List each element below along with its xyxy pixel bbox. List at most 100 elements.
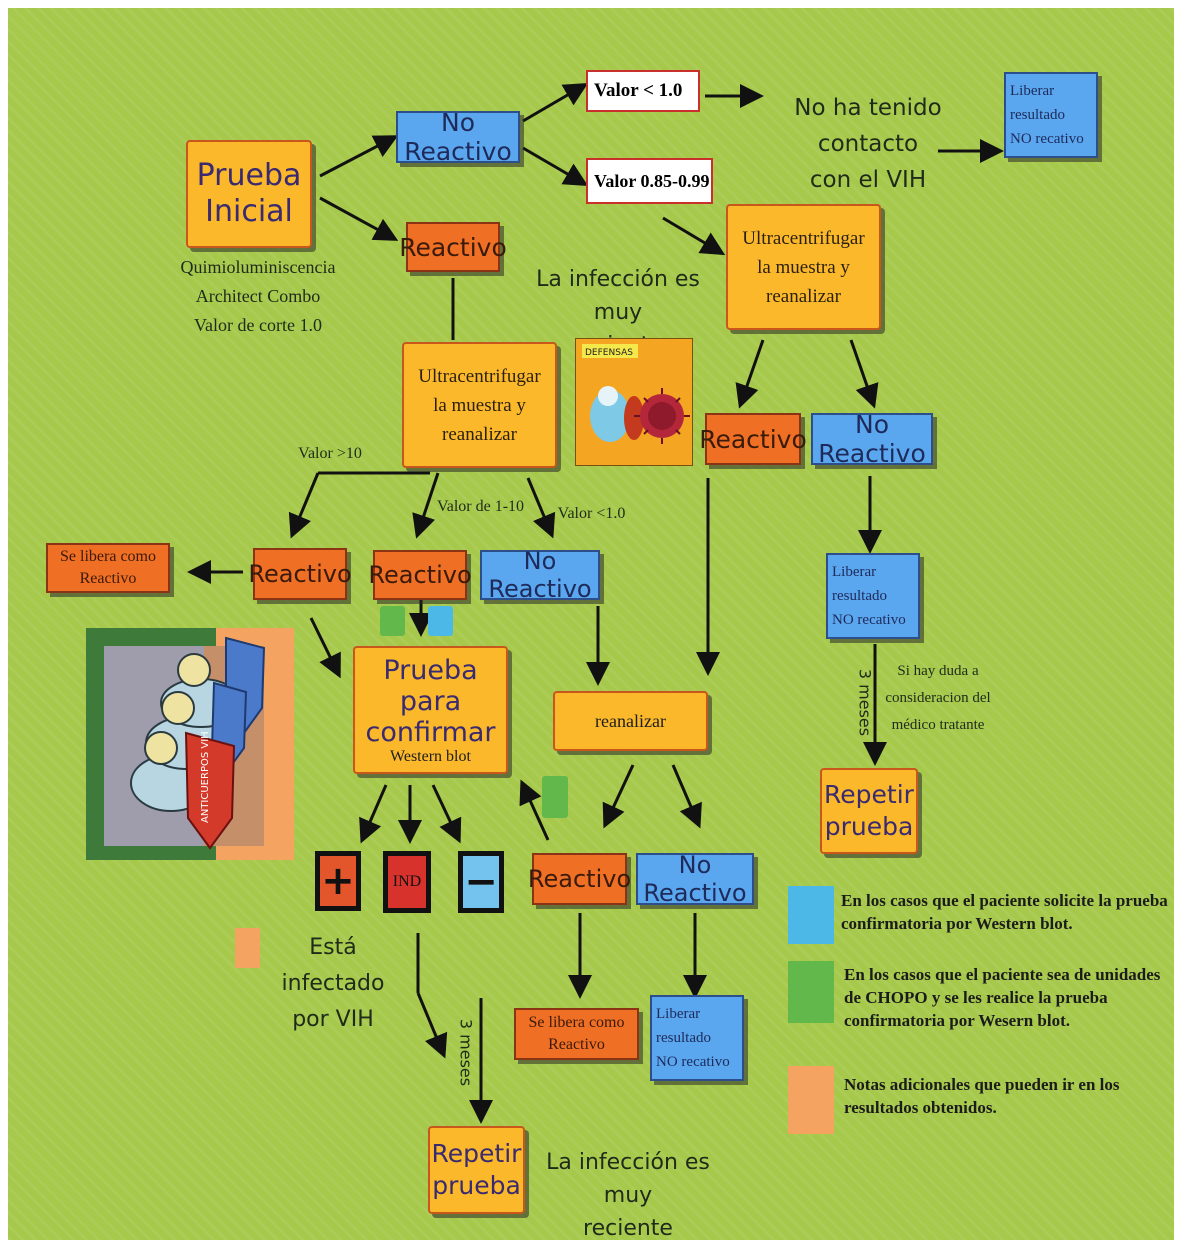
connector-arrows: [187, 82, 1004, 1124]
duda-line-2: consideracion del: [885, 690, 991, 706]
defensas-virus-illustration: DEFENSAS: [575, 338, 693, 466]
reanalizar-box: reanalizar: [553, 691, 708, 751]
reactivo-1-10-label: Reactivo: [368, 561, 472, 589]
infeccion-top-line-1: La infección es muy: [536, 267, 700, 325]
prueba-inicial-box: Prueba Inicial: [186, 140, 312, 248]
reactivo-gt10-box: Reactivo: [248, 548, 352, 600]
reactivo-right-label: Reactivo: [699, 424, 807, 454]
infectado-line-2: por VIH: [292, 1007, 374, 1032]
duda-line-3: médico tratante: [891, 717, 985, 733]
positive-result-box: +: [315, 851, 361, 911]
blue-marker-icon: [428, 606, 453, 636]
liberar-top-line-2: resultado: [1010, 107, 1065, 123]
reactivo-bottom-label: Reactivo: [527, 865, 632, 893]
liberar-top-line-1: Liberar: [1010, 83, 1055, 99]
reactivo-bottom-box: Reactivo: [528, 853, 631, 905]
valor-lt-1-label: Valor < 1.0: [594, 80, 683, 101]
legend-green-line-3: confirmatoria por Wesern blot.: [844, 1010, 1071, 1030]
infectado-line-1: Está infectado: [281, 935, 385, 996]
reactivo-gt10-label: Reactivo: [248, 560, 352, 588]
se-libera-bottom-line-1: Se libera como: [528, 1013, 625, 1031]
repetir-right-line-2: prueba: [824, 812, 914, 841]
legend-green-line-2: de CHOPO y se les realice la prueba: [844, 987, 1108, 1007]
se-libera-left-box: Se libera como Reactivo: [46, 543, 170, 593]
duda-text: Si hay duda a consideracion del médico t…: [878, 658, 998, 739]
reciente-bottom-line-2: reciente: [583, 1216, 673, 1240]
liberar-top-line-3: NO recativo: [1010, 131, 1084, 147]
legend-orange-line-2: resultados obtenidos.: [844, 1097, 997, 1117]
anticuerpos-shield-label: ANTICUERPOS VIH: [200, 731, 211, 823]
ind-label: IND: [392, 873, 422, 890]
defensas-image: DEFENSAS: [582, 344, 690, 444]
reactivo-top-label: Reactivo: [399, 232, 507, 262]
ind-result-box: IND: [383, 851, 431, 913]
repetir-bottom-line-2: prueba: [432, 1171, 521, 1200]
se-libera-bottom-line-2: Reactivo: [548, 1036, 605, 1053]
confirmar-line-2: confirmar: [365, 716, 496, 748]
prueba-inicial-label: Prueba Inicial: [196, 158, 302, 229]
repetir-right-box: Repetir prueba: [820, 768, 918, 854]
no-reactivo-bottom-box: No Reactivo: [636, 851, 754, 907]
liberar-bottom-box: Liberar resultado NO recativo: [650, 995, 744, 1081]
no-reactivo-top-box: No Reactivo: [396, 108, 520, 166]
liberar-top-box: Liberar resultado NO recativo: [1004, 72, 1098, 158]
liberar-bottom-line-3: NO recativo: [656, 1054, 730, 1070]
reactivo-top-box: Reactivo: [399, 222, 507, 272]
anticuerpos-illustration: ANTICUERPOS VIH: [86, 628, 294, 860]
liberar-right-box: Liberar resultado NO recativo: [826, 553, 920, 639]
valor-gt-10-label: Valor >10: [298, 445, 362, 462]
valor-range-label: Valor 0.85-0.99: [594, 170, 710, 191]
meses-bottom-label: 3 meses: [456, 1018, 476, 1087]
negative-result-box: −: [458, 851, 504, 913]
legend-green-text: En los casos que el paciente sea de unid…: [844, 964, 1169, 1033]
method-line-3: Valor de corte 1.0: [194, 315, 322, 335]
ultra-right-line-3: reanalizar: [766, 285, 841, 307]
repetir-right-line-1: Repetir: [824, 779, 914, 809]
ultracentrifugar-middle-box: Ultracentrifugar la muestra y reanalizar: [402, 342, 557, 468]
prueba-confirmar-box: Prueba para confirmar Western blot: [353, 646, 508, 774]
liberar-bottom-line-1: Liberar: [656, 1006, 701, 1022]
se-libera-left-line-1: Se libera como: [60, 547, 156, 565]
no-reactivo-right-label: No Reactivo: [818, 410, 926, 468]
no-reactivo-mid-label: No Reactivo: [488, 547, 592, 603]
ultra-middle-line-3: reanalizar: [442, 423, 517, 445]
meses-right-label: 3 meses: [855, 668, 875, 737]
no-reactivo-right-box: No Reactivo: [811, 410, 933, 468]
no-contacto-line-1: No ha tenido contacto: [794, 95, 942, 157]
no-reactivo-bottom-label: No Reactivo: [643, 851, 747, 907]
liberar-right-line-1: Liberar: [832, 564, 877, 580]
plus-label: +: [321, 858, 355, 904]
legend-green-swatch: [788, 961, 834, 1023]
anticuerpos-image: ANTICUERPOS VIH: [86, 628, 294, 860]
se-libera-left-line-2: Reactivo: [79, 570, 137, 587]
ultracentrifugar-right-box: Ultracentrifugar la muestra y reanalizar: [726, 204, 881, 330]
confirmar-line-1: Prueba para: [383, 654, 478, 717]
no-contacto-line-2: con el VIH: [809, 167, 927, 193]
legend-orange-line-1: Notas adicionales que pueden ir en los: [844, 1075, 1120, 1094]
ultra-right-line-1: Ultracentrifugar: [742, 227, 865, 249]
legend-orange-swatch: [788, 1066, 834, 1134]
legend-green-line-1: En los casos que el paciente sea de unid…: [844, 965, 1161, 984]
no-contacto-text: No ha tenido contacto con el VIH: [768, 90, 968, 198]
legend-blue-swatch: [788, 886, 834, 944]
reactivo-1-10-box: Reactivo: [368, 550, 472, 600]
liberar-right-line-3: NO recativo: [832, 612, 906, 628]
ultra-middle-line-1: Ultracentrifugar: [418, 365, 541, 387]
reciente-bottom-line-1: La infección es muy: [546, 1150, 710, 1208]
orange-note-marker-icon: [235, 928, 260, 968]
minus-label: −: [464, 859, 498, 905]
valor-1-10-label: Valor de 1-10: [436, 498, 525, 515]
green-marker-icon-2: [542, 776, 568, 818]
method-description: Quimioluminiscencia Architect Combo Valo…: [158, 253, 358, 340]
ultra-right-line-2: la muestra y: [757, 256, 850, 278]
valor-range-box: Valor 0.85-0.99: [586, 158, 713, 204]
flowchart-canvas: Prueba Inicial Quimioluminiscencia Archi…: [8, 8, 1174, 1240]
legend-orange-text: Notas adicionales que pueden ir en los r…: [844, 1074, 1169, 1120]
method-line-2: Architect Combo: [195, 286, 321, 306]
liberar-bottom-line-2: resultado: [656, 1030, 711, 1046]
valor-lt-1-box: Valor < 1.0: [586, 70, 700, 112]
defensas-label: DEFENSAS: [585, 348, 633, 358]
repetir-bottom-line-1: Repetir: [431, 1138, 522, 1168]
confirmar-sub: Western blot: [390, 747, 471, 765]
no-reactivo-top-label: No Reactivo: [404, 108, 512, 166]
